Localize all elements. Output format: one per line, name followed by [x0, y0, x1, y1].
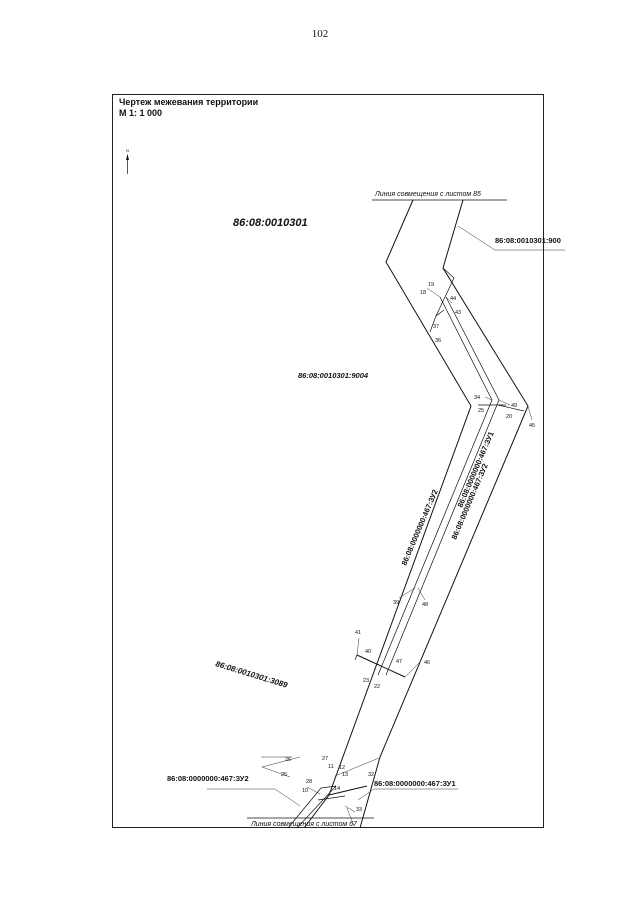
point-26: 26 — [285, 757, 291, 763]
point-20: 20 — [506, 414, 512, 420]
title-scale: М 1: 1 000 — [119, 108, 163, 118]
point-34: 34 — [474, 395, 480, 401]
point-27: 27 — [322, 756, 328, 762]
drawing-title: Чертеж межевания территории М 1: 1 000 — [119, 97, 258, 119]
point-22: 22 — [374, 684, 380, 690]
parcel-label-900: 86:08:0010301:900 — [495, 236, 561, 245]
point-41: 41 — [355, 630, 361, 636]
parcel-label-3089: 86:08:0010301:3089 — [214, 659, 289, 690]
point-12: 12 — [339, 765, 345, 771]
point-10: 10 — [302, 788, 308, 794]
drawing-frame — [112, 94, 544, 828]
bottom-section-lines — [287, 785, 368, 829]
link-line-bottom-label: Линия совмещения с листом 67 — [250, 821, 358, 828]
point-33: 33 — [356, 807, 362, 813]
cross-line-40-47 — [354, 654, 406, 678]
point-28: 28 — [306, 779, 312, 785]
link-line-top-label: Линия совмещения с листом 85 — [374, 191, 481, 198]
north-arrow-icon: N — [126, 148, 129, 174]
point-25-upper: 25 — [478, 408, 484, 414]
point-18: 18 — [420, 290, 426, 296]
bottom-label-zu1: 86:08:0000000:467:ЗУ1 — [374, 779, 456, 788]
strip-label-zu2: 86:08:0000000:467:ЗУ2 — [400, 488, 440, 567]
point-13: 13 — [342, 772, 348, 778]
point-32: 32 — [368, 772, 374, 778]
point-39: 39 — [393, 600, 399, 606]
point-47: 47 — [396, 659, 402, 665]
bottom-label-zu2: 86:08:0000000:467:ЗУ2 — [167, 774, 249, 783]
point-36: 36 — [435, 338, 441, 344]
point-43: 43 — [455, 310, 461, 316]
point-19: 19 — [428, 282, 434, 288]
quarter-label-upper: 86:08:0010301 — [233, 217, 308, 229]
point-46: 46 — [424, 660, 430, 666]
point-labels: 19 18 44 43 37 36 34 25 49 20 45 39 48 4… — [281, 282, 535, 813]
point-49: 49 — [511, 403, 517, 409]
north-label: N — [126, 148, 129, 153]
point-45: 45 — [529, 423, 535, 429]
point-14: 14 — [334, 786, 340, 792]
title-line-1: Чертеж межевания территории — [119, 97, 259, 107]
point-44: 44 — [450, 296, 456, 302]
point-25-lower: 25 — [281, 772, 287, 778]
point-48: 48 — [422, 602, 428, 608]
parcel-label-9004: 86:08:0010301:9004 — [298, 371, 369, 380]
leader-lines — [207, 225, 565, 827]
point-23: 23 — [363, 678, 369, 684]
point-37: 37 — [433, 324, 439, 330]
corridor-boundary — [303, 199, 529, 829]
inner-strips — [377, 267, 525, 676]
page-number: 102 — [311, 28, 329, 40]
point-11: 11 — [328, 764, 334, 770]
point-40: 40 — [365, 649, 371, 655]
